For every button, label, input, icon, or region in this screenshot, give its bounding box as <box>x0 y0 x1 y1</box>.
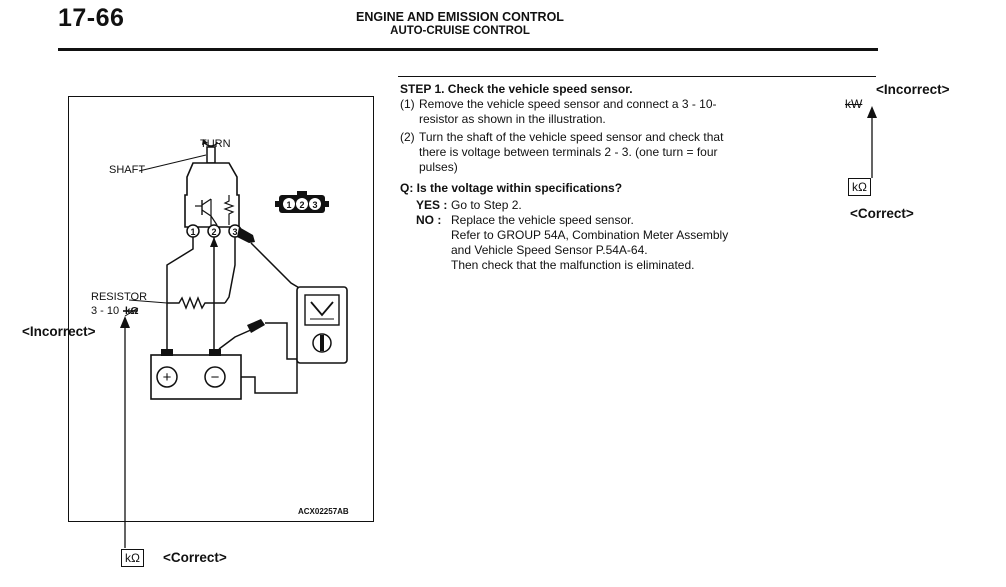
header-rule <box>58 48 878 51</box>
yes-text: Go to Step 2. <box>451 198 522 212</box>
resistor-label: RESISTOR <box>91 291 147 303</box>
connector-pin-1: 1 <box>286 200 291 210</box>
step-rule <box>398 76 876 77</box>
battery-minus-label: − <box>211 369 220 386</box>
wire-arrow-icon <box>210 237 218 247</box>
connector-pin-3: 3 <box>312 200 317 210</box>
no-line3: and Vehicle Speed Sensor P.54A-64. <box>451 243 648 257</box>
shaft-label: SHAFT <box>109 164 145 176</box>
wire-meter-black <box>265 322 297 360</box>
shaft-leader-line <box>138 154 207 172</box>
right-incorrect-annotation: <Incorrect> <box>876 82 950 97</box>
item2-number: (2) <box>400 130 415 144</box>
turn-arrowhead-icon <box>202 139 208 145</box>
internal-resistor <box>223 195 235 225</box>
item2-line3: pulses) <box>419 160 458 174</box>
item1-number: (1) <box>400 97 415 111</box>
unit-box-correct-bottom: kΩ <box>121 549 144 567</box>
ground-clip-icon <box>247 319 265 333</box>
connector-pin-2: 2 <box>299 200 304 210</box>
unit-box-correct-right: kΩ <box>848 178 871 196</box>
no-line1: Replace the vehicle speed sensor. <box>451 213 634 227</box>
wire-terminal-3 <box>224 237 236 304</box>
figure-code: ACX02257AB <box>298 507 349 516</box>
wire-terminal-1 <box>166 237 194 355</box>
probe-clip-icon <box>237 227 255 243</box>
item2-line1: Turn the shaft of the vehicle speed sens… <box>419 130 724 144</box>
battery-minus-terminal <box>204 366 226 388</box>
battery-plus-label: + <box>163 369 172 386</box>
bottom-correct-annotation: <Correct> <box>163 550 227 565</box>
wiring-diagram: 1 2 3 1 2 3 + − <box>68 96 374 522</box>
annotation-arrow-left <box>120 307 139 548</box>
item1-line1: Remove the vehicle speed sensor and conn… <box>419 97 717 111</box>
question-text: Q: Is the voltage within specifications? <box>400 181 623 195</box>
section-subtitle: AUTO-CRUISE CONTROL <box>390 25 530 37</box>
battery-plus-terminal <box>156 366 178 388</box>
item1-struck-unit: kW <box>845 97 863 111</box>
left-incorrect-annotation: <Incorrect> <box>22 324 96 339</box>
annotation-arrow-right <box>867 106 877 178</box>
no-line4: Then check that the malfunction is elimi… <box>451 258 695 272</box>
no-line2: Refer to GROUP 54A, Combination Meter As… <box>451 228 729 242</box>
page-number: 17-66 <box>58 4 125 32</box>
item2-line2: there is voltage between terminals 2 - 3… <box>419 145 718 159</box>
no-label: NO : <box>416 213 442 227</box>
arrow-up-icon-right <box>867 106 877 118</box>
item1-line2: resistor as shown in the illustration. <box>419 112 606 126</box>
turn-label: TURN <box>200 138 231 150</box>
section-title: ENGINE AND EMISSION CONTROL <box>356 10 564 24</box>
right-correct-annotation: <Correct> <box>850 206 914 221</box>
step-title: STEP 1. Check the vehicle speed sensor. <box>400 82 633 96</box>
voltmeter-display <box>304 294 340 326</box>
terminal-2-label: 2 <box>211 227 216 237</box>
terminal-1-label: 1 <box>190 227 195 237</box>
arrow-up-icon <box>120 316 130 328</box>
terminal-3-label: 3 <box>232 227 237 237</box>
diagram-drawing: 1 2 3 1 2 3 + − <box>91 138 349 516</box>
external-resistor <box>167 296 225 310</box>
resistor-value: 3 - 10 <box>91 305 119 317</box>
yes-label: YES : <box>416 198 448 212</box>
